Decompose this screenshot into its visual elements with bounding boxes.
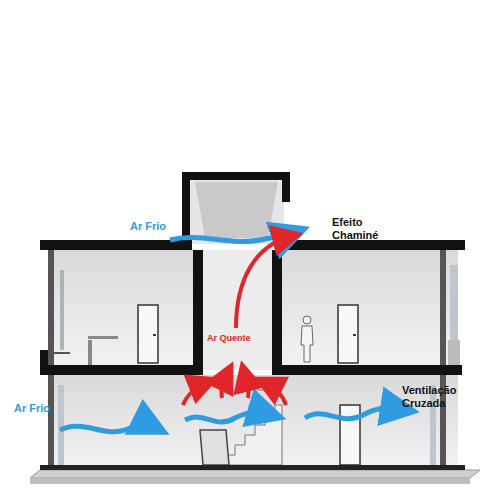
person-figure xyxy=(301,316,313,362)
cold-air-label: Ar Frio xyxy=(130,220,190,233)
cross-ventilation-label: Ventilação Cruzada xyxy=(402,384,482,409)
hot-air-label: Ar Quente xyxy=(207,333,267,343)
stair xyxy=(225,380,282,465)
cold-air-label: Ar Frio xyxy=(14,402,64,415)
chimney-effect-label: Efeito Chaminé xyxy=(332,216,394,241)
